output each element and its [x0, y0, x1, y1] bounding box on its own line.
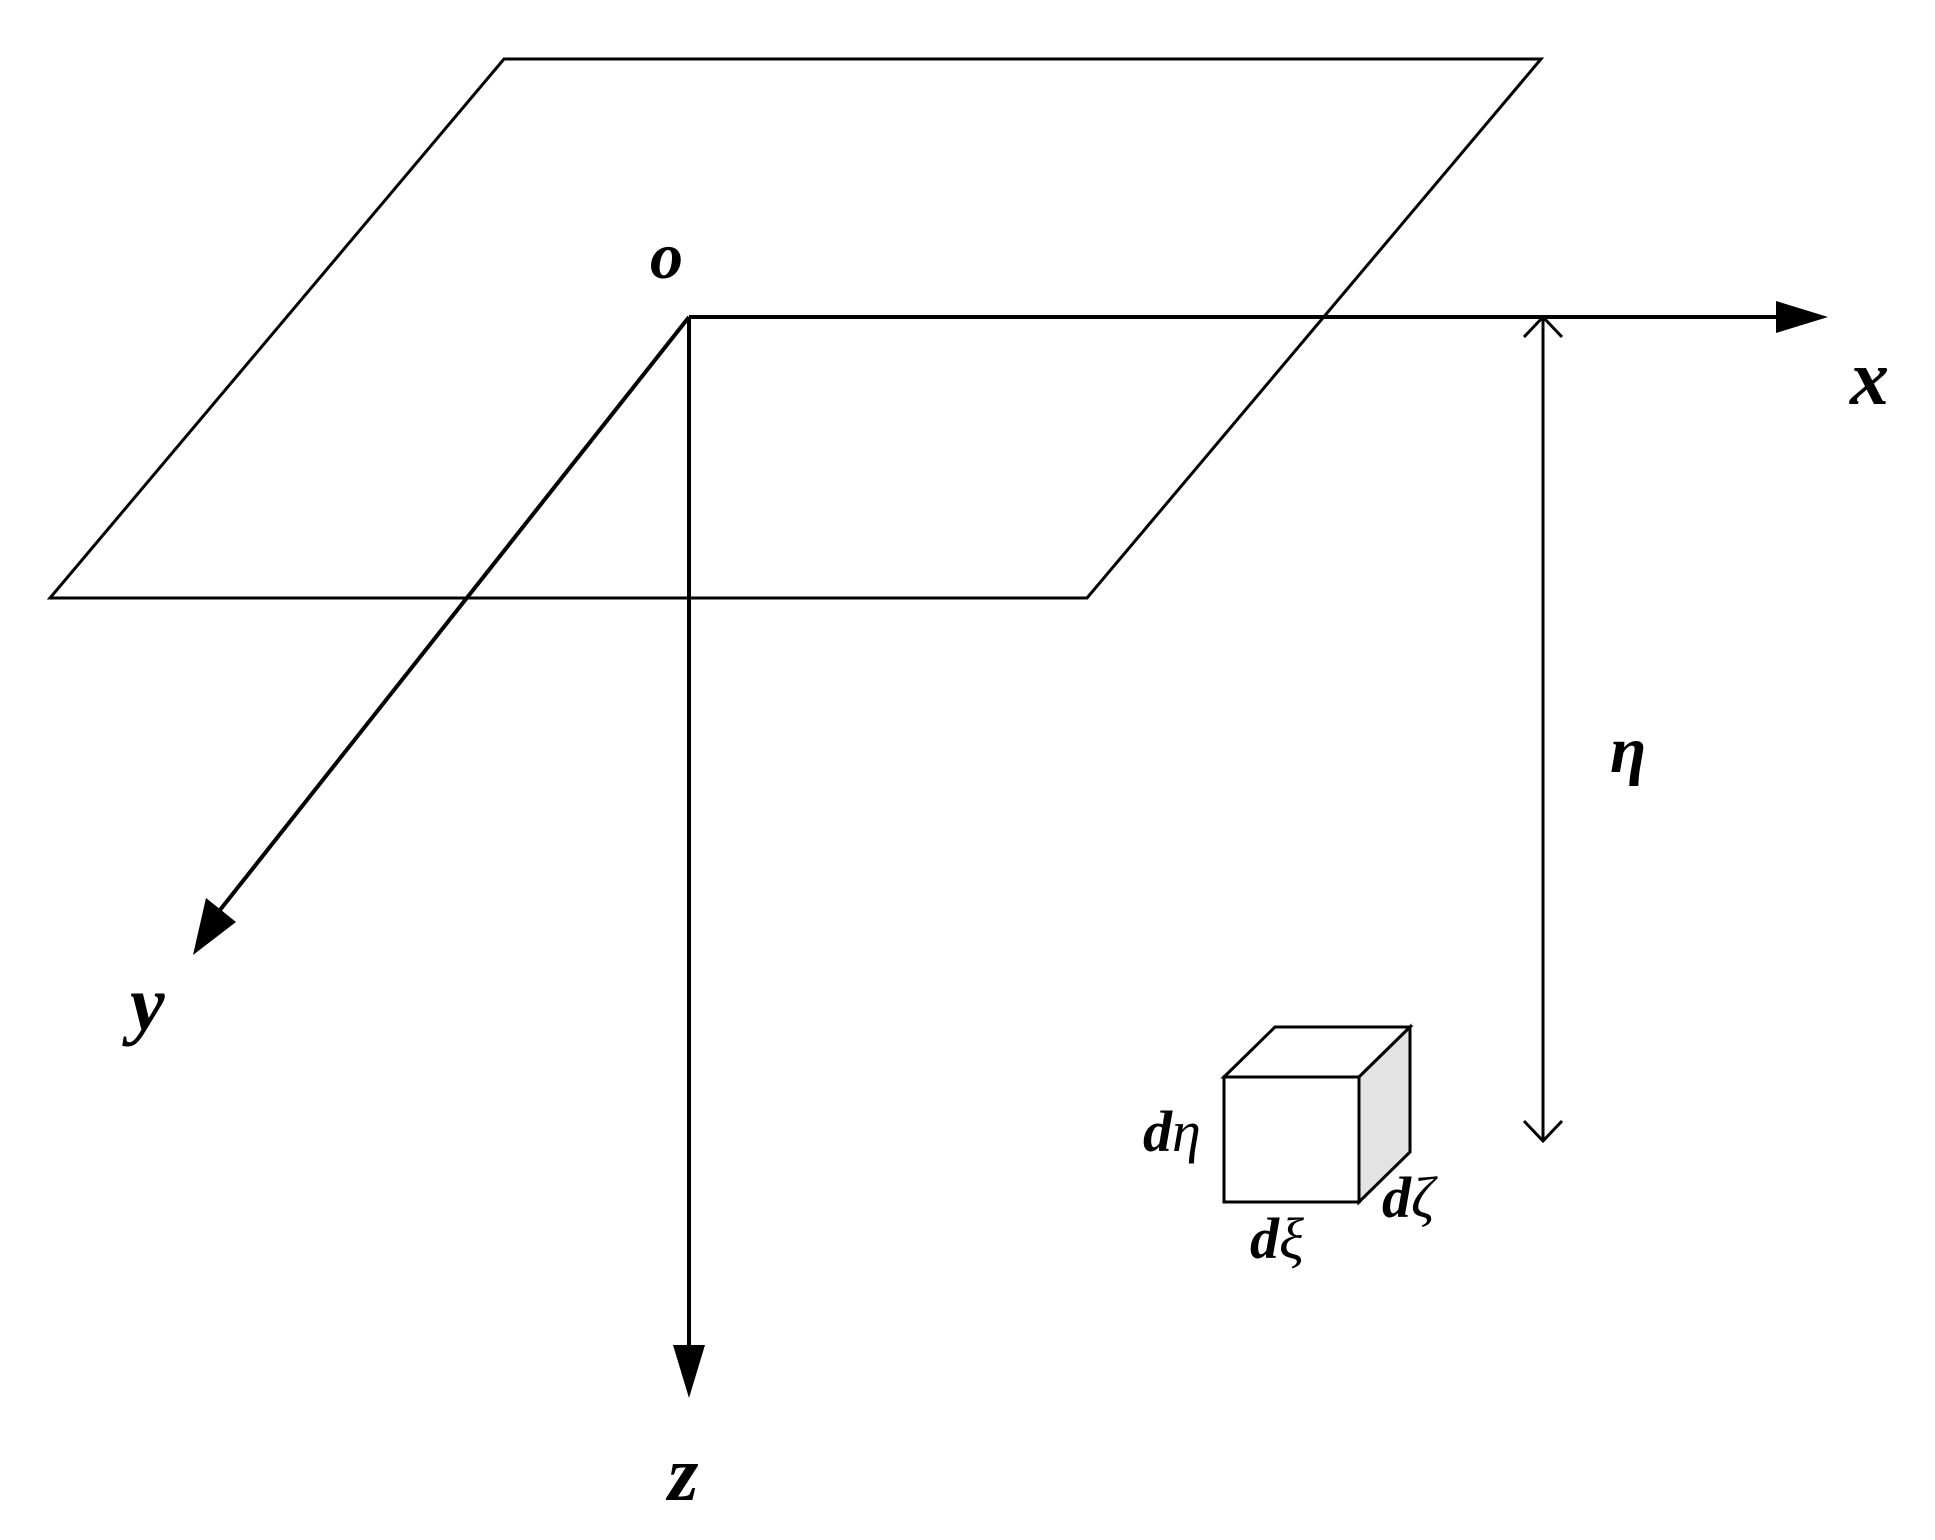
element-width-label: dξ	[1250, 1206, 1304, 1271]
element-height-d: d	[1143, 1099, 1173, 1164]
element-depth-var: ζ	[1411, 1165, 1438, 1230]
element-depth-label: dζ	[1382, 1165, 1438, 1230]
element-depth-d: d	[1382, 1165, 1412, 1230]
y-axis	[218, 315, 691, 912]
cube-front-face	[1222, 1075, 1361, 1204]
x-axis-arrowhead	[1776, 301, 1828, 333]
volume-element	[1220, 1023, 1414, 1206]
origin-label: o	[650, 220, 683, 293]
surface-plane	[46, 57, 1545, 600]
z-axis-label: z	[665, 1430, 699, 1517]
element-height-var: η	[1172, 1099, 1201, 1164]
depth-dimension-top-arrow	[1522, 314, 1564, 339]
element-width-d: d	[1250, 1206, 1280, 1271]
depth-label: η	[1610, 714, 1646, 787]
element-width-var: ξ	[1279, 1206, 1304, 1271]
element-height-label: dη	[1143, 1099, 1201, 1164]
y-axis-label: y	[122, 960, 165, 1047]
y-axis-arrowhead	[193, 898, 236, 955]
depth-dimension-bottom-arrow	[1522, 1119, 1564, 1144]
x-axis-label: x	[1849, 334, 1889, 421]
z-axis-arrowhead	[673, 1345, 705, 1398]
